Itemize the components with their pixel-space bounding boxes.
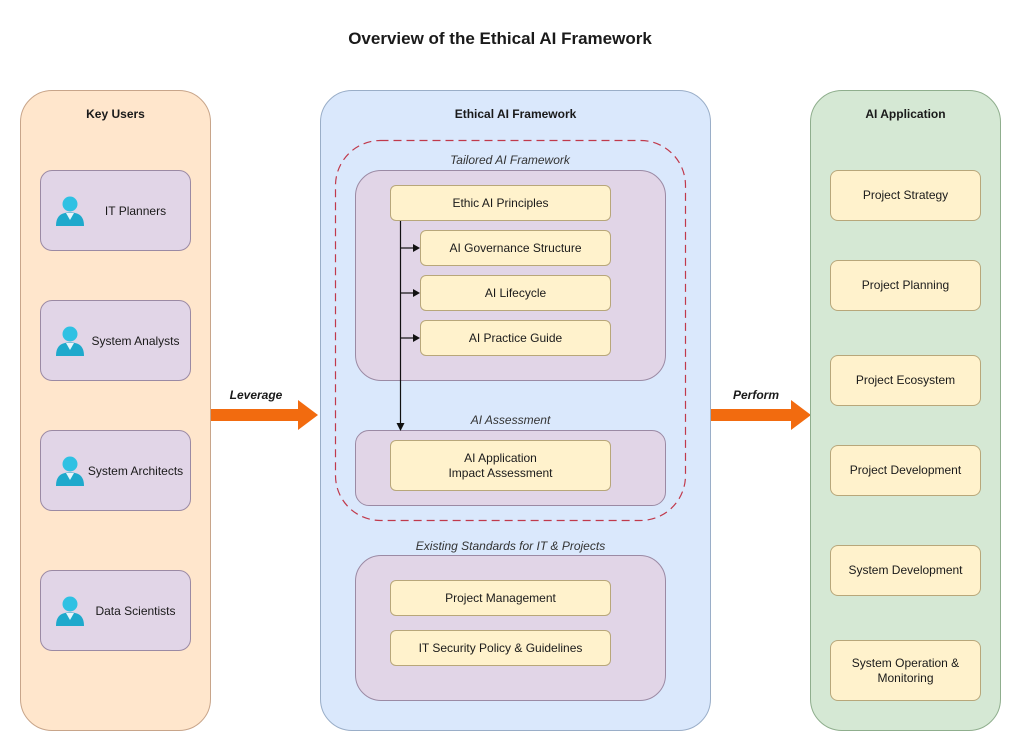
user-label: Data Scientists: [95, 603, 176, 618]
existing-standards-group: [355, 555, 666, 701]
user-icon: [56, 596, 84, 626]
existing-standards-label: Existing Standards for IT & Projects: [415, 539, 606, 553]
user-icon: [56, 196, 84, 226]
key-users-title: Key Users: [86, 107, 145, 121]
ai-application-impact-assessment-box[interactable]: AI Application Impact Assessment: [390, 440, 611, 491]
user-card-data-scientists[interactable]: Data Scientists: [40, 570, 191, 651]
perform-label: Perform: [732, 388, 779, 402]
box-line-1: AI Application: [464, 450, 537, 465]
user-card-it-planners[interactable]: IT Planners: [40, 170, 191, 251]
ai-practice-guide-box[interactable]: AI Practice Guide: [420, 320, 611, 356]
app-item-project-development[interactable]: Project Development: [830, 445, 981, 496]
app-item-project-strategy[interactable]: Project Strategy: [830, 170, 981, 221]
user-card-system-analysts[interactable]: System Analysts: [40, 300, 191, 381]
ai-assessment-label: AI Assessment: [470, 413, 551, 427]
ai-application-title: AI Application: [865, 107, 946, 121]
app-item-project-planning[interactable]: Project Planning: [830, 260, 981, 311]
box-line-2: Impact Assessment: [448, 465, 553, 480]
diagram-title: Overview of the Ethical AI Framework: [348, 29, 652, 48]
it-security-policy-box[interactable]: IT Security Policy & Guidelines: [390, 630, 611, 666]
user-icon: [56, 326, 84, 356]
app-item-system-development[interactable]: System Development: [830, 545, 981, 596]
app-item-project-ecosystem[interactable]: Project Ecosystem: [830, 355, 981, 406]
user-label: System Architects: [87, 463, 184, 478]
framework-title: Ethical AI Framework: [454, 107, 577, 121]
ai-lifecycle-box[interactable]: AI Lifecycle: [420, 275, 611, 311]
user-label: System Analysts: [91, 333, 180, 348]
user-card-system-architects[interactable]: System Architects: [40, 430, 191, 511]
ethic-ai-principles-box[interactable]: Ethic AI Principles: [390, 185, 611, 221]
box-line-2: Monitoring: [877, 670, 934, 685]
box-line-1: System Operation &: [851, 655, 960, 670]
project-management-box[interactable]: Project Management: [390, 580, 611, 616]
user-icon: [56, 456, 84, 486]
tailored-framework-label: Tailored AI Framework: [450, 153, 570, 167]
app-item-system-operation-monitoring[interactable]: System Operation & Monitoring: [830, 640, 981, 701]
user-label: IT Planners: [104, 203, 167, 218]
ai-governance-structure-box[interactable]: AI Governance Structure: [420, 230, 611, 266]
leverage-label: Leverage: [229, 388, 283, 402]
